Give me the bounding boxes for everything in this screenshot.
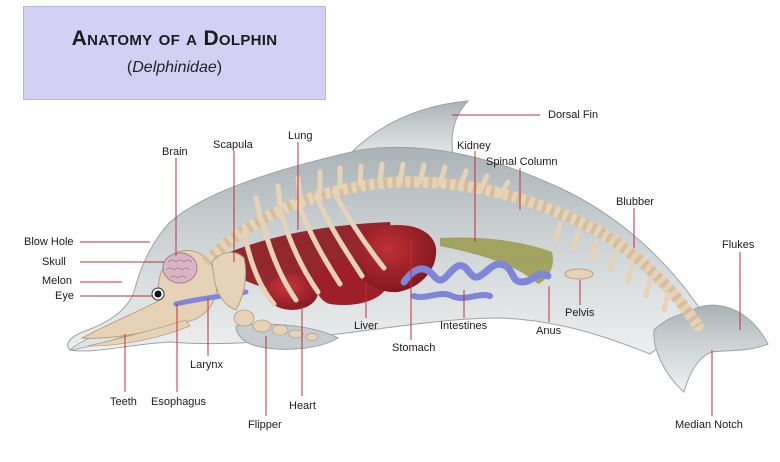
label-esophagus: Esophagus bbox=[151, 396, 207, 408]
label-spinal-column: Spinal Column bbox=[486, 156, 558, 168]
label-blubber: Blubber bbox=[616, 196, 654, 208]
flipper-bones bbox=[233, 309, 319, 341]
stomach bbox=[355, 225, 437, 293]
label-scapula: Scapula bbox=[213, 139, 253, 151]
title-box: Anatomy of a Dolphin (Delphinidae) bbox=[23, 6, 326, 100]
label-lung: Lung bbox=[288, 130, 313, 142]
chevron-bones bbox=[553, 221, 671, 313]
subtitle-close-paren: ) bbox=[216, 59, 223, 76]
label-larynx: Larynx bbox=[190, 359, 224, 371]
scapula bbox=[211, 252, 247, 311]
label-dorsal-fin: Dorsal Fin bbox=[548, 109, 599, 121]
diagram-subtitle: (Delphinidae) bbox=[24, 59, 325, 77]
label-kidney: Kidney bbox=[457, 140, 491, 152]
label-pelvis: Pelvis bbox=[565, 307, 595, 319]
label-melon: Melon bbox=[42, 275, 72, 287]
label-intestines: Intestines bbox=[440, 320, 488, 332]
label-heart: Heart bbox=[289, 400, 316, 412]
flukes bbox=[653, 304, 769, 393]
label-teeth: Teeth bbox=[110, 396, 137, 408]
label-stomach: Stomach bbox=[392, 342, 436, 354]
label-flipper: Flipper bbox=[248, 419, 282, 431]
label-skull: Skull bbox=[42, 256, 66, 268]
diagram-title: Anatomy of a Dolphin bbox=[71, 27, 278, 50]
label-anus: Anus bbox=[536, 325, 562, 337]
ribs bbox=[241, 189, 387, 307]
label-brain: Brain bbox=[162, 146, 188, 158]
kidney bbox=[440, 237, 554, 284]
label-blow-hole: Blow Hole bbox=[24, 236, 74, 248]
label-median-notch: Median Notch bbox=[675, 419, 743, 431]
subtitle-open-paren: ( bbox=[126, 59, 133, 76]
label-flukes: Flukes bbox=[722, 239, 755, 251]
brain bbox=[162, 252, 198, 284]
label-liver: Liver bbox=[354, 320, 378, 332]
intestines bbox=[400, 260, 552, 286]
subtitle-scientific-name: Delphinidae bbox=[132, 59, 217, 76]
pelvis bbox=[564, 268, 594, 280]
label-eye: Eye bbox=[55, 290, 74, 302]
lower-jaw bbox=[87, 319, 191, 347]
